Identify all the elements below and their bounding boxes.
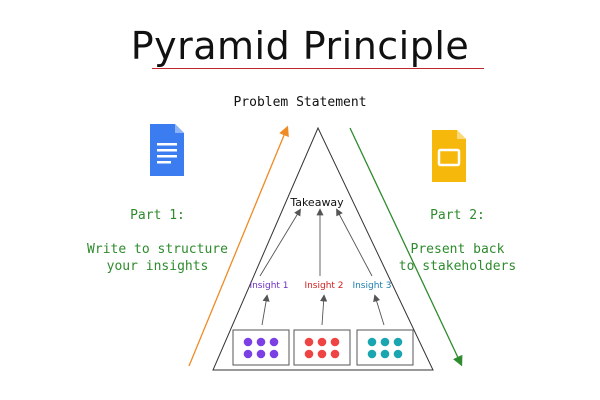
arrow-box2-insight2 <box>320 294 328 326</box>
arrow-insight3-takeaway <box>336 208 373 277</box>
problem-statement: Problem Statement <box>233 95 367 110</box>
pyramid-triangle <box>212 126 434 371</box>
insight-2-label: Insight 2 <box>304 281 343 291</box>
title-underline <box>152 68 484 69</box>
data-box-3 <box>356 329 414 366</box>
part-2-heading: Part 2: <box>430 208 485 223</box>
arrow-box1-insight1 <box>261 294 270 326</box>
google-docs-icon <box>150 124 184 176</box>
takeaway-label: Takeaway <box>289 196 344 209</box>
part-2-block: Part 2: Present back to stakeholders <box>385 190 530 292</box>
left-up-arrow <box>188 125 289 367</box>
data-box-2 <box>293 329 351 366</box>
data-box-1 <box>232 329 290 366</box>
page-title: Pyramid Principle <box>130 24 470 68</box>
arrow-box3-insight3 <box>373 294 385 326</box>
insight-3-label: Insight 3 <box>352 281 391 291</box>
part-1-block: Part 1: Write to structure your insights <box>70 190 245 292</box>
right-down-arrow <box>349 127 463 367</box>
arrow-insight1-takeaway <box>259 208 301 277</box>
part-2-text: Present back to stakeholders <box>398 242 517 274</box>
part-1-heading: Part 1: <box>130 208 185 223</box>
insight-1-label: Insight 1 <box>249 281 288 291</box>
google-slides-icon <box>432 130 466 182</box>
part-1-text: Write to structure your insights <box>87 242 228 274</box>
